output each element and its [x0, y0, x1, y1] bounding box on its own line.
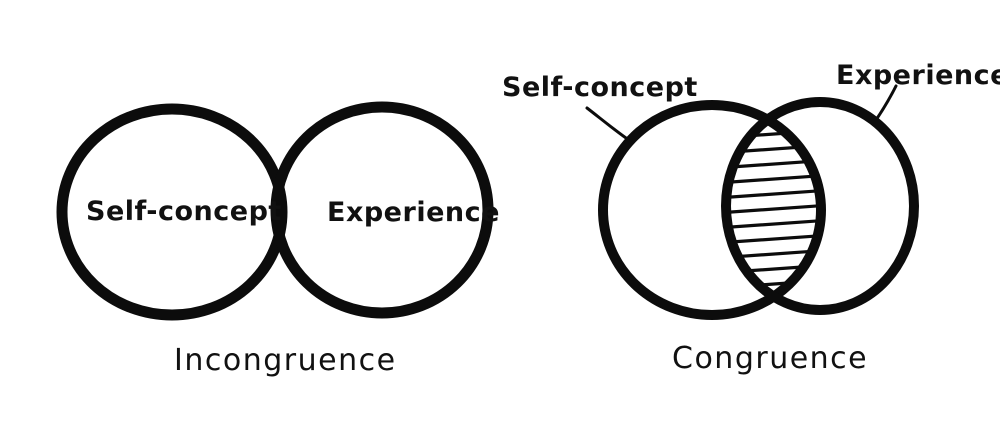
- experience-label: Experience: [836, 60, 1000, 91]
- incongruence-caption: Incongruence: [174, 343, 397, 378]
- congruence-diagram: Self-concept Experience Congruence: [502, 60, 1000, 376]
- experience-leader-line: [874, 84, 898, 122]
- self-concept-circle: [598, 100, 826, 320]
- self-concept-leader-line: [585, 106, 628, 140]
- self-concept-label: Self-concept: [86, 196, 282, 227]
- experience-circle: [270, 101, 494, 319]
- experience-label: Experience: [327, 197, 500, 228]
- congruence-caption: Congruence: [672, 341, 868, 376]
- experience-circle: [721, 97, 919, 315]
- incongruence-diagram: Self-concept Experience Incongruence: [56, 101, 500, 378]
- self-concept-circle: [56, 103, 288, 321]
- self-concept-label: Self-concept: [502, 72, 698, 103]
